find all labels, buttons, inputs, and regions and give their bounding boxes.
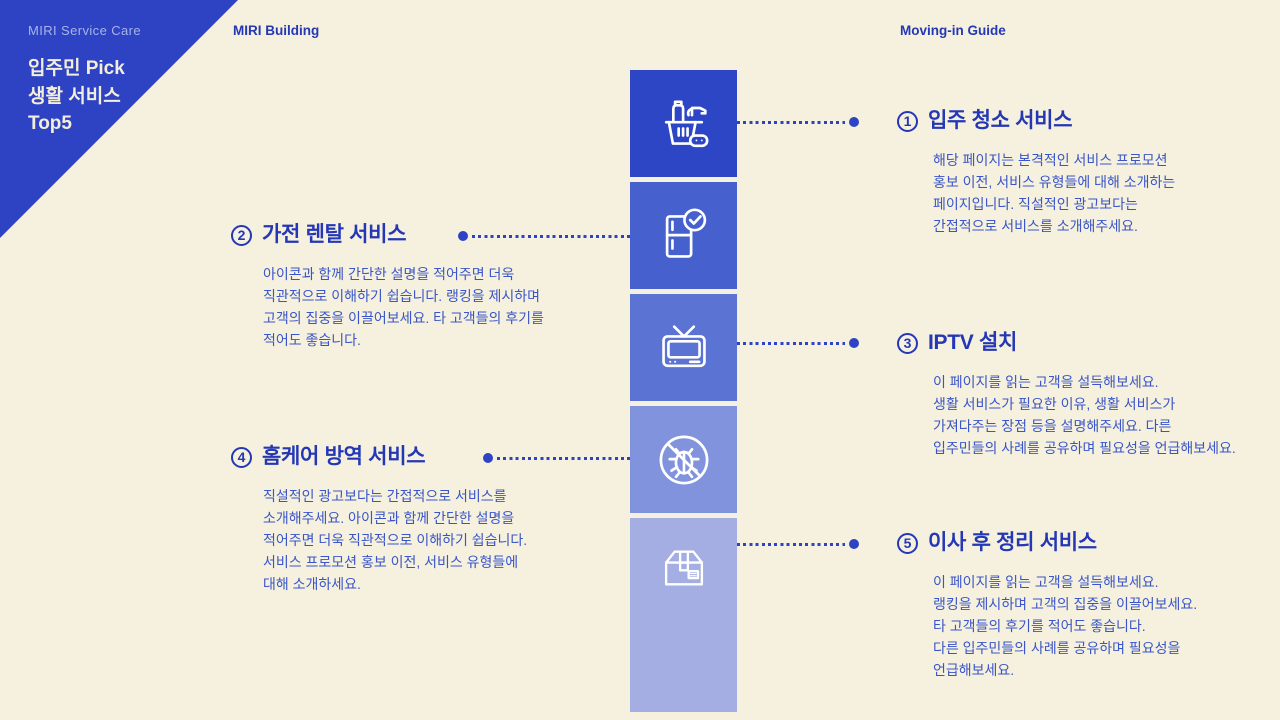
tile-cleaning bbox=[630, 70, 737, 177]
rank-badge-5: 5 bbox=[897, 532, 918, 554]
service-head-3: 3 IPTV 설치 bbox=[897, 329, 1273, 357]
tile-moving-box bbox=[630, 518, 737, 712]
service-head-1: 1 입주 청소 서비스 bbox=[897, 107, 1273, 135]
connector-dot bbox=[458, 231, 468, 241]
service-head-5: 5 이사 후 정리 서비스 bbox=[897, 529, 1273, 557]
fridge-check-icon bbox=[665, 207, 706, 258]
moving-box-icon bbox=[664, 550, 703, 586]
connector-service-2 bbox=[458, 231, 630, 241]
header-guide-name: Moving-in Guide bbox=[900, 23, 1006, 38]
service-title-2: 가전 렌탈 서비스 bbox=[262, 223, 407, 246]
service-item-3: 3 IPTV 설치 이 페이지를 읽는 고객을 설득해보세요. 생활 서비스가 … bbox=[897, 329, 1273, 459]
service-item-5: 5 이사 후 정리 서비스 이 페이지를 읽는 고객을 설득해보세요. 랭킹을 … bbox=[897, 529, 1273, 681]
service-item-4: 4 홈케어 방역 서비스 직설적인 광고보다는 간접적으로 서비스를 소개해주세… bbox=[231, 443, 623, 595]
tv-icon bbox=[661, 324, 706, 367]
service-title-1: 입주 청소 서비스 bbox=[928, 109, 1073, 132]
service-head-4: 4 홈케어 방역 서비스 bbox=[231, 443, 623, 471]
tile-tv bbox=[630, 294, 737, 401]
no-bugs-icon bbox=[659, 435, 708, 484]
connector-service-5 bbox=[737, 539, 859, 549]
service-title-3: IPTV 설치 bbox=[928, 331, 1018, 354]
rank-badge-4: 4 bbox=[231, 446, 252, 468]
service-description-1: 해당 페이지는 본격적인 서비스 프로모션 홍보 이전, 서비스 유형들에 대해… bbox=[933, 152, 1176, 234]
service-description-3: 이 페이지를 읽는 고객을 설득해보세요. 생활 서비스가 필요한 이유, 생활… bbox=[933, 374, 1236, 456]
dotted-line bbox=[737, 542, 845, 546]
dotted-line bbox=[472, 234, 630, 238]
service-head-2: 2 가전 렌탈 서비스 bbox=[231, 221, 623, 249]
connector-service-1 bbox=[737, 117, 859, 127]
dotted-line bbox=[737, 120, 845, 124]
service-item-1: 1 입주 청소 서비스 해당 페이지는 본격적인 서비스 프로모션 홍보 이전,… bbox=[897, 107, 1273, 237]
connector-dot bbox=[483, 453, 493, 463]
connector-dot bbox=[849, 338, 859, 348]
connector-service-3 bbox=[737, 338, 859, 348]
banner-label: MIRI Service Care bbox=[28, 23, 141, 38]
page-title: 입주민 Pick 생활 서비스 Top5 bbox=[28, 58, 125, 134]
dotted-line bbox=[737, 341, 845, 345]
rank-badge-3: 3 bbox=[897, 332, 918, 354]
rank-badge-2: 2 bbox=[231, 224, 252, 246]
connector-dot bbox=[849, 539, 859, 549]
dotted-line bbox=[497, 456, 630, 460]
service-description-5: 이 페이지를 읽는 고객을 설득해보세요. 랭킹을 제시하며 고객의 집중을 이… bbox=[933, 574, 1198, 678]
service-title-5: 이사 후 정리 서비스 bbox=[928, 531, 1097, 554]
connector-service-4 bbox=[483, 453, 630, 463]
header-building-name: MIRI Building bbox=[233, 23, 320, 38]
rank-badge-1: 1 bbox=[897, 110, 918, 132]
tile-pest-control bbox=[630, 406, 737, 513]
connector-dot bbox=[849, 117, 859, 127]
service-description-2: 아이콘과 함께 간단한 설명을 적어주면 더욱 직관적으로 이해하기 쉽습니다.… bbox=[263, 266, 544, 348]
service-description-4: 직설적인 광고보다는 간접적으로 서비스를 소개해주세요. 아이콘과 함께 간단… bbox=[263, 488, 528, 592]
service-item-2: 2 가전 렌탈 서비스 아이콘과 함께 간단한 설명을 적어주면 더욱 직관적으… bbox=[231, 221, 623, 351]
cleaning-supplies-icon bbox=[664, 99, 708, 147]
service-title-4: 홈케어 방역 서비스 bbox=[262, 445, 426, 468]
tile-fridge bbox=[630, 182, 737, 289]
